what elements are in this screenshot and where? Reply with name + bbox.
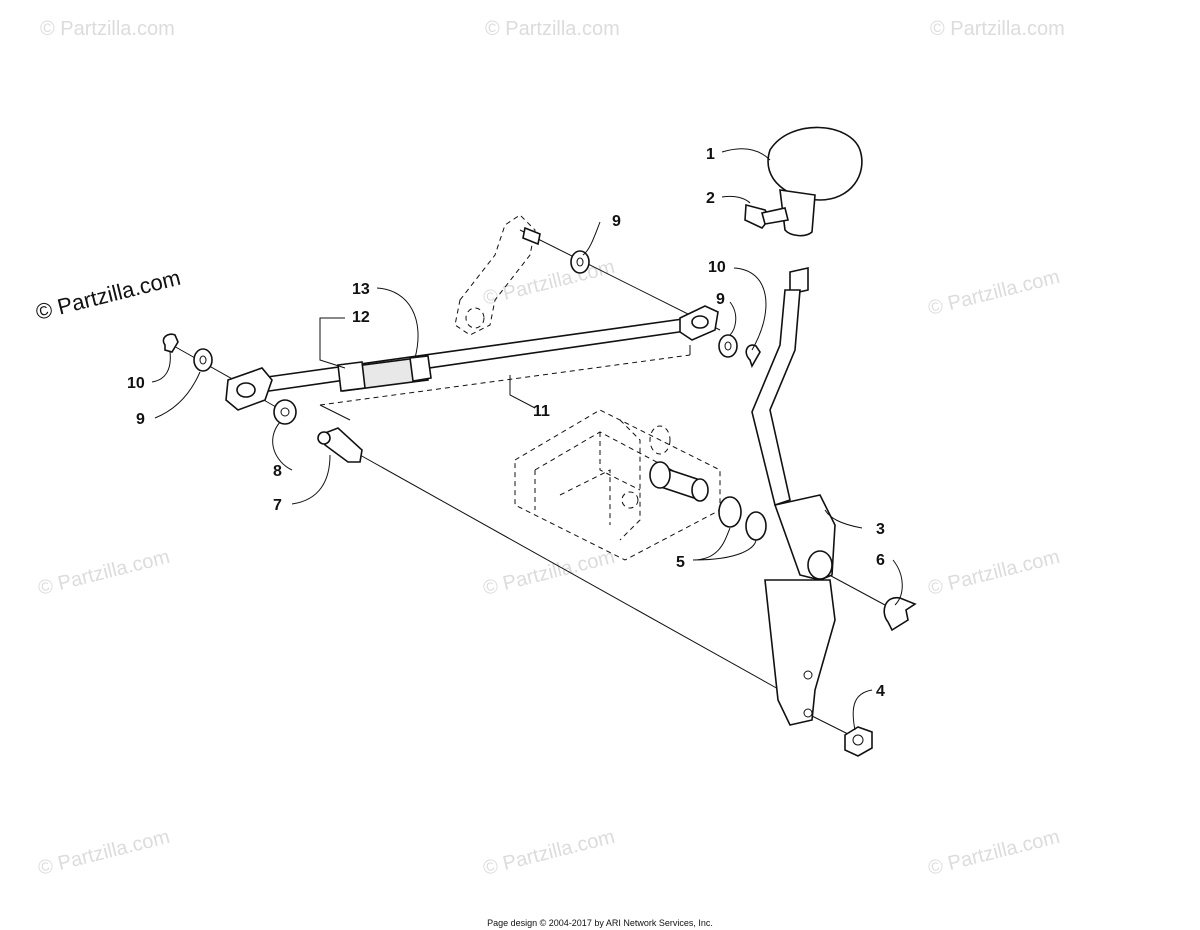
watermark: © Partzilla.com (926, 546, 1062, 600)
lock-nut (844, 726, 873, 757)
alignment-line (519, 229, 721, 331)
watermark: © Partzilla.com (481, 826, 617, 880)
alignment-line (359, 454, 781, 691)
callout-12: 12 (352, 309, 370, 326)
right-hardware (570, 250, 761, 368)
alignment-line (809, 714, 851, 736)
circlip (883, 596, 917, 632)
footer-copyright: Page design © 2004-2017 by ARI Network S… (487, 918, 713, 928)
callout-11: 11 (533, 403, 550, 420)
callout-labels: 1 2 3 4 5 6 7 8 9 9 9 10 10 11 12 13 (127, 146, 885, 700)
callout-9-top: 9 (612, 213, 621, 230)
callout-13: 13 (352, 281, 370, 298)
shift-rod (225, 305, 719, 421)
callout-9-right: 9 (716, 291, 725, 308)
watermark: © Partzilla.com (926, 826, 1062, 880)
shift-arm (454, 214, 541, 336)
watermark-group: © Partzilla.com © Partzilla.com © Partzi… (33, 18, 1065, 880)
watermark: © Partzilla.com (485, 18, 620, 40)
callout-10-left: 10 (127, 375, 145, 392)
shift-shaft (649, 461, 709, 502)
callout-7: 7 (273, 497, 282, 514)
shift-knob (744, 126, 863, 237)
callout-8: 8 (273, 463, 282, 480)
watermark: © Partzilla.com (930, 18, 1065, 40)
left-hardware (162, 333, 297, 425)
watermark: © Partzilla.com (926, 266, 1062, 320)
watermark: © Partzilla.com (36, 826, 172, 880)
leader-lines (151, 148, 903, 731)
watermark: © Partzilla.com (40, 18, 175, 40)
callout-2: 2 (706, 190, 715, 207)
watermark: © Partzilla.com (481, 546, 617, 600)
shift-lever (751, 267, 836, 726)
watermark-prominent: © Partzilla.com (33, 265, 183, 325)
callout-4: 4 (876, 683, 885, 700)
callout-3: 3 (876, 521, 885, 538)
callout-1: 1 (706, 146, 715, 163)
callout-6: 6 (876, 552, 885, 569)
o-rings (718, 496, 767, 541)
watermark: © Partzilla.com (36, 546, 172, 600)
callout-9-left: 9 (136, 411, 145, 428)
ball-stud (317, 427, 363, 463)
callout-10-right: 10 (708, 259, 726, 276)
callout-5: 5 (676, 554, 685, 571)
watermark: © Partzilla.com (481, 256, 617, 310)
